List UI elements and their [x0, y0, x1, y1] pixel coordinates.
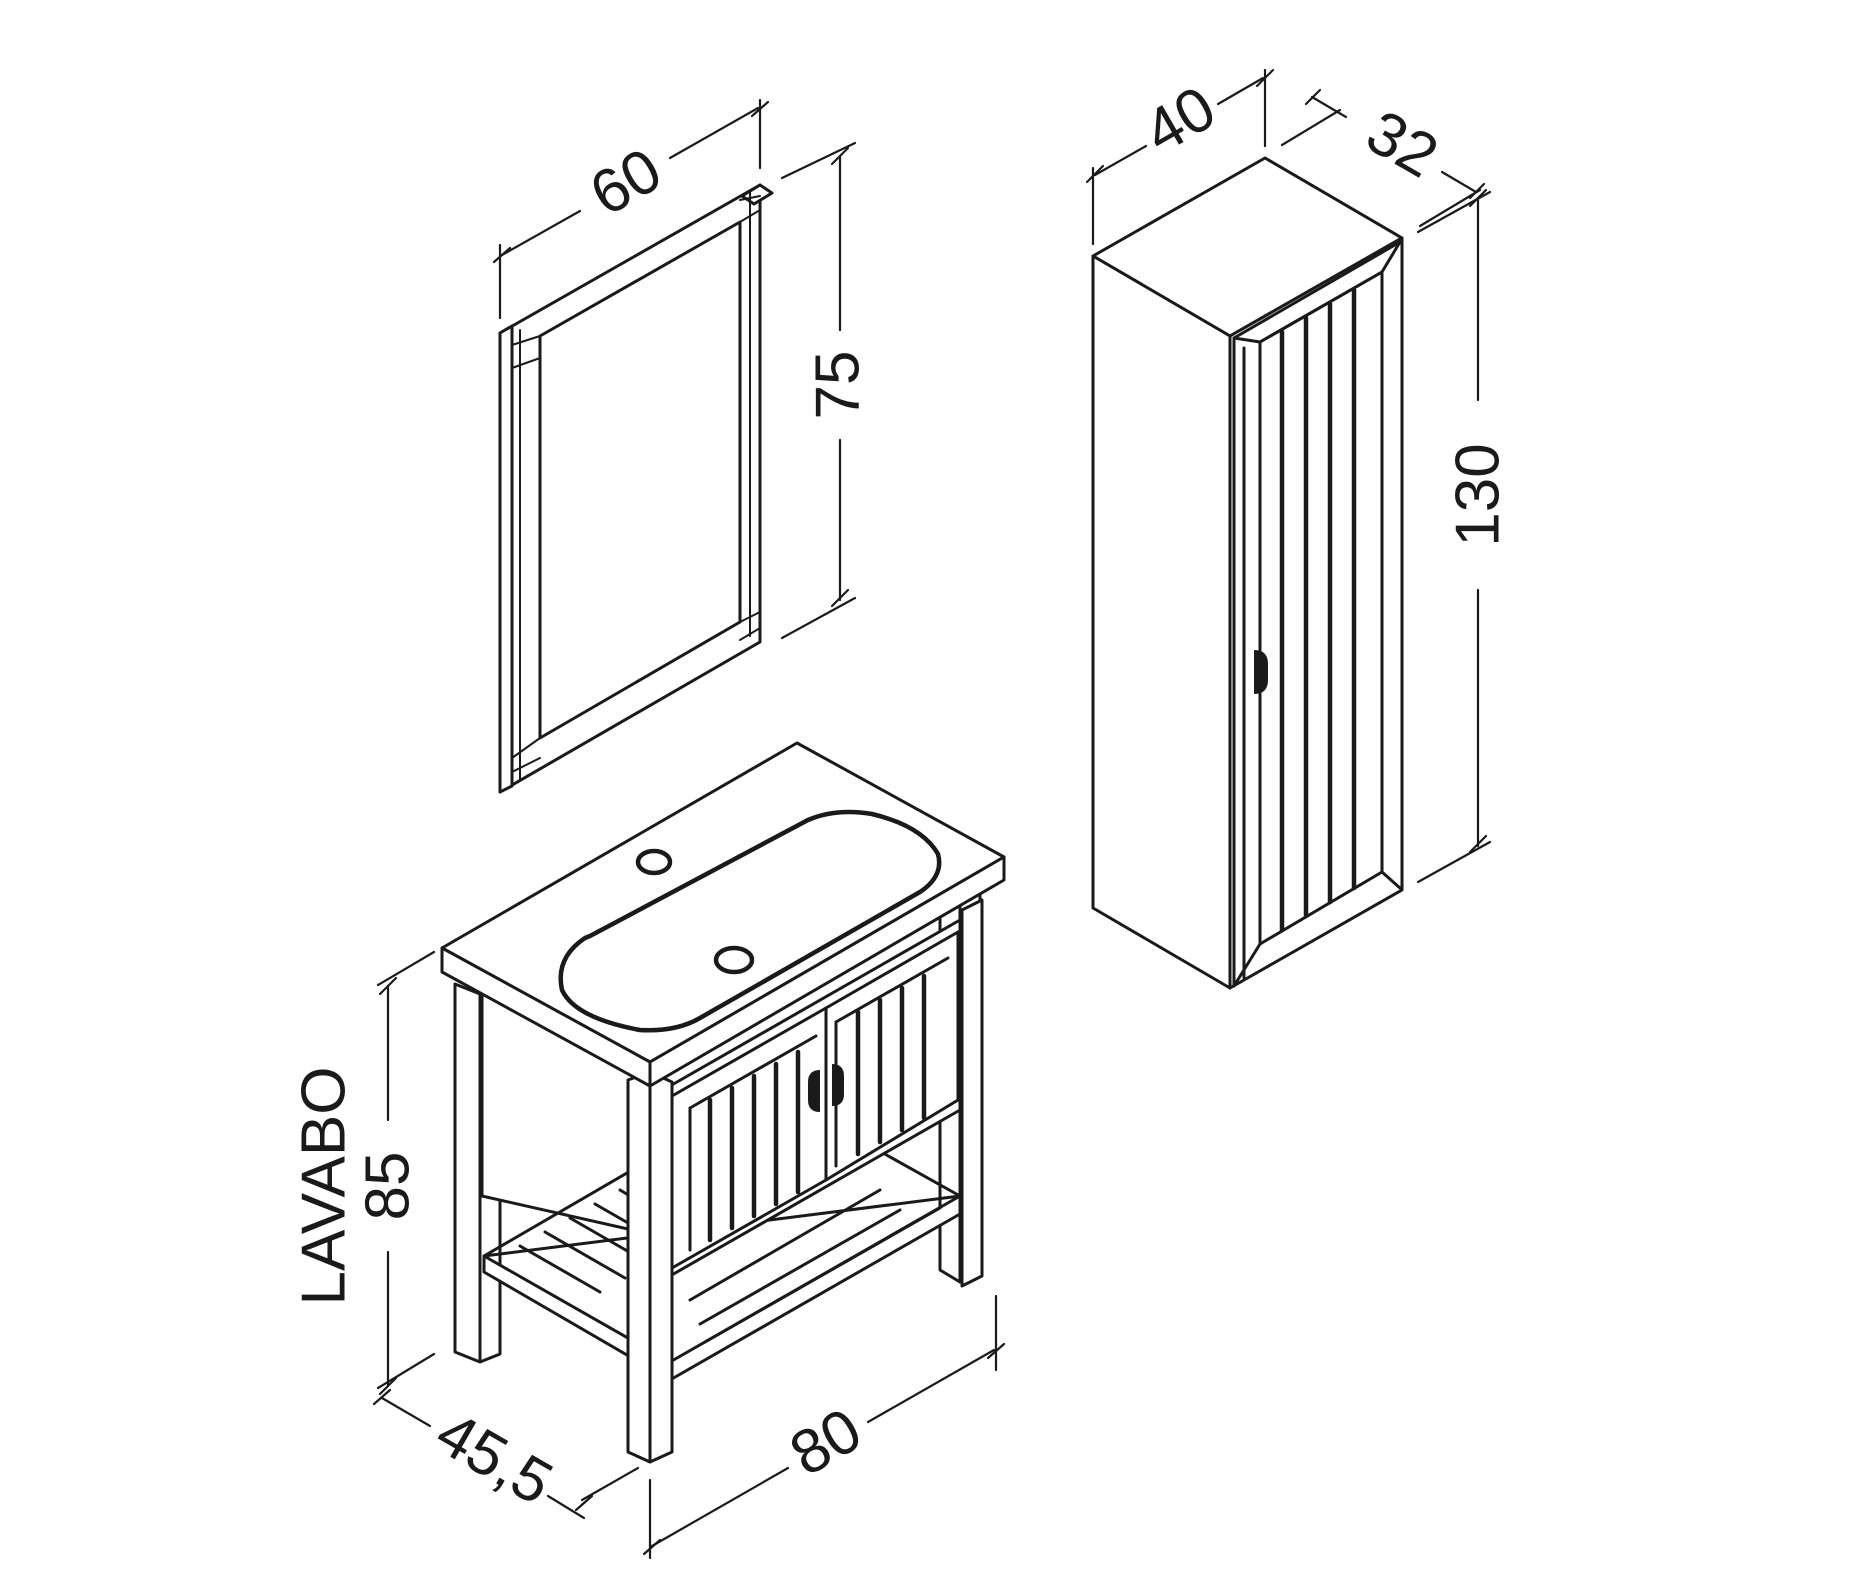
door-handle-right-icon	[832, 1064, 844, 1106]
mirror	[498, 183, 774, 794]
mirror-width-label: 60	[579, 135, 673, 229]
cabinet-depth-label: 32	[1355, 97, 1449, 191]
vanity	[440, 741, 1006, 1464]
vanity-height-label: 85	[353, 1152, 422, 1221]
mirror-height-label: 75	[803, 351, 872, 420]
vanity-width-label: 80	[779, 1395, 873, 1489]
mirror-height-dimension: 75	[780, 141, 872, 640]
vanity-name-label: LAVABO	[289, 1067, 358, 1306]
tap-hole	[635, 848, 673, 876]
vanity-height-dimension: 85	[353, 950, 436, 1396]
vanity-width-dimension: 80	[642, 1294, 1006, 1560]
cabinet-width-label: 40	[1133, 73, 1227, 167]
drain	[713, 945, 755, 975]
door-handle-left-icon	[808, 1070, 820, 1112]
vanity-depth-label: 45,5	[425, 1398, 564, 1518]
tall-cabinet	[1091, 156, 1404, 990]
cabinet-height-dimension: 130	[1416, 188, 1512, 884]
vanity-depth-dimension: 45,5	[372, 1388, 640, 1520]
basin	[558, 809, 942, 1033]
cabinet-height-label: 130	[1443, 443, 1512, 546]
cabinet-handle-icon	[1254, 650, 1268, 694]
